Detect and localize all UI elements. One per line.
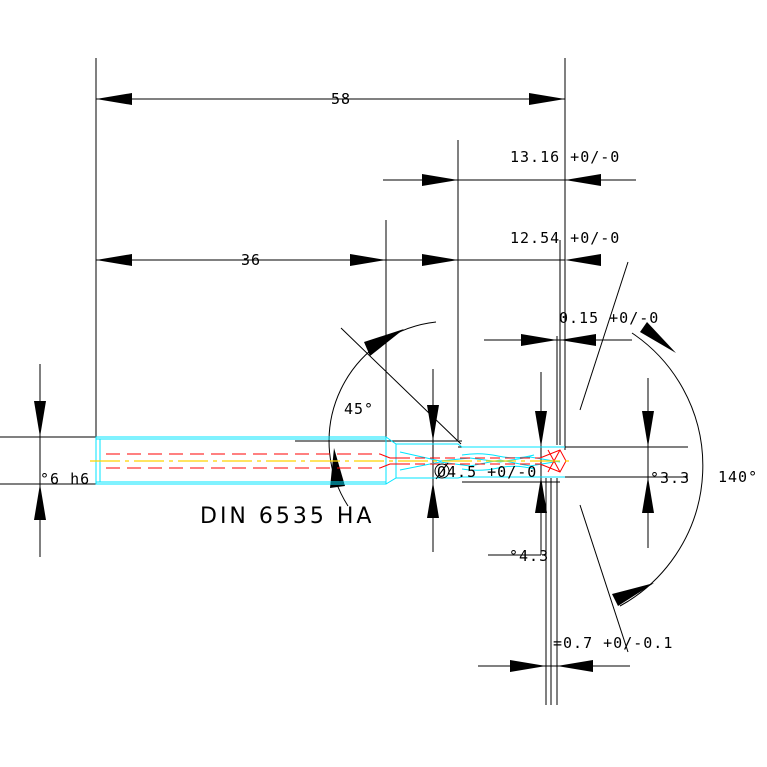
dim-angle-140: 140° <box>718 468 758 486</box>
dim-diameter-4-5: Ø4.5 +0/-0 <box>437 463 537 481</box>
dim-overall-length: 58 <box>331 90 351 108</box>
diameter-symbol-slash <box>435 462 449 480</box>
dim-shank-length: 36 <box>241 251 261 269</box>
dimension-lines <box>34 93 704 672</box>
hidden-lines <box>106 449 567 473</box>
diameter-symbol-icon <box>434 463 450 479</box>
dim-12-54: 12.54 +0/-0 <box>510 229 620 247</box>
dim-angle-45: 45° <box>344 400 374 418</box>
dim-0-15: 0.15 +0/-0 <box>559 309 659 327</box>
dimension-labels: 58 36 13.16 +0/-0 12.54 +0/-0 0.15 +0/-0… <box>40 90 758 652</box>
dim-width-0-7: =0.7 +0/-0.1 <box>553 634 673 652</box>
drawing-title: DIN 6535 HA <box>200 504 374 529</box>
dim-diameter-3-3: °3.3 <box>650 469 690 487</box>
extension-lines <box>0 58 688 705</box>
dim-diameter-4-3: °4.3 <box>509 547 549 565</box>
dim-shank-diameter: °6 h6 <box>40 470 90 488</box>
dim-13-16: 13.16 +0/-0 <box>510 148 620 166</box>
